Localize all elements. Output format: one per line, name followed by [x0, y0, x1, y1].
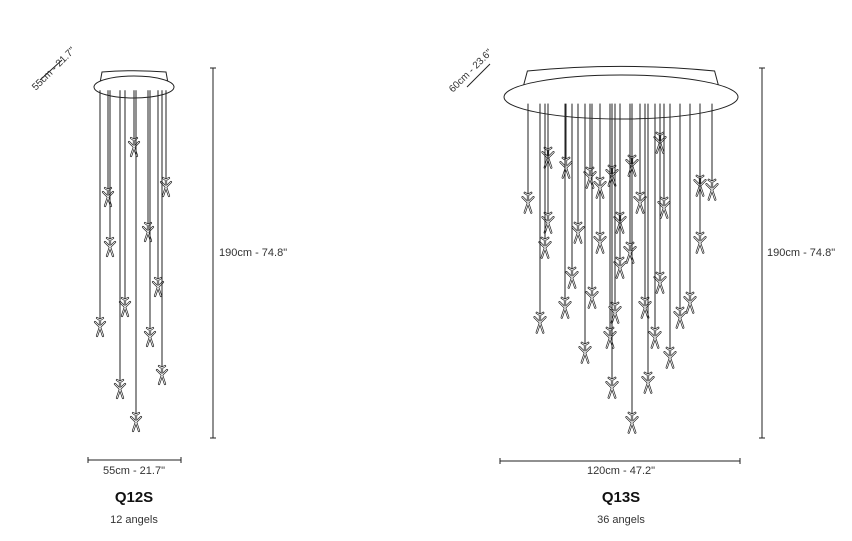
angel-figure-highlight [94, 317, 106, 337]
angel-figure-highlight [539, 237, 551, 258]
angel-figure-highlight [128, 137, 140, 157]
dimension-lines [39, 59, 765, 464]
angel-figure-highlight [639, 297, 651, 318]
angel-figure-highlight [130, 412, 142, 432]
angel-figure-highlight [522, 192, 534, 213]
q13s-model-title: Q13S [601, 489, 641, 506]
angel-figure-highlight [102, 187, 114, 207]
angel-figure-highlight [104, 237, 116, 257]
q12s-drawing [93, 70, 175, 433]
angel-figure-highlight [579, 342, 591, 363]
angel-figure-highlight [119, 297, 131, 317]
angel-figure-highlight [144, 327, 156, 347]
angel-figure-highlight [694, 232, 706, 253]
angel-figure-highlight [624, 242, 636, 263]
q13s-angel-count: 36 angels [597, 514, 645, 526]
q12s-depth-line [39, 59, 63, 81]
angel-figure-highlight [152, 277, 164, 297]
angel-figure-highlight [142, 222, 154, 242]
angel-figure-highlight [586, 287, 598, 308]
angel-figure-highlight [654, 272, 666, 293]
angel-figure-highlight [114, 379, 126, 399]
angel-figure-highlight [572, 222, 584, 243]
angel-figure-highlight [614, 257, 626, 278]
q12s-model-title: Q12S [114, 489, 154, 506]
q12s-angel-count: 12 angels [110, 514, 158, 526]
q12s-height-label: 190cm - 74.8" [219, 247, 288, 259]
angel-figure-highlight [156, 365, 168, 385]
angel-figure-highlight [542, 212, 554, 233]
canopy [503, 74, 739, 120]
angel-figure-highlight [634, 192, 646, 213]
angel-figure-highlight [706, 179, 718, 200]
angel-figure-highlight [560, 157, 572, 178]
q12s-width-label: 55cm - 21.7" [103, 465, 165, 477]
angel-figure-highlight [604, 327, 616, 348]
angel-figure-highlight [606, 377, 618, 398]
q13s-depth-line [466, 63, 491, 88]
angel-figure-highlight [594, 177, 606, 198]
q13s-height-label: 190cm - 74.8" [767, 247, 836, 259]
angel-figure-highlight [626, 412, 638, 433]
angel-figure-highlight [658, 197, 670, 218]
angel-figure-highlight [584, 167, 596, 188]
q13s-drawing [503, 65, 739, 434]
angel-figure-highlight [684, 292, 696, 313]
angel-figure-highlight [559, 297, 571, 318]
angel-figure-highlight [664, 347, 676, 368]
angel-figure-highlight [594, 232, 606, 253]
angel-figure-highlight [649, 327, 661, 348]
angel-figure-highlight [642, 372, 654, 393]
angel-figure-highlight [566, 267, 578, 288]
angel-figure-highlight [609, 302, 621, 323]
q13s-width-label: 120cm - 47.2" [586, 465, 656, 477]
angel-figure-highlight [674, 307, 686, 328]
angel-figure-highlight [160, 177, 172, 197]
angel-figure-highlight [534, 312, 546, 333]
